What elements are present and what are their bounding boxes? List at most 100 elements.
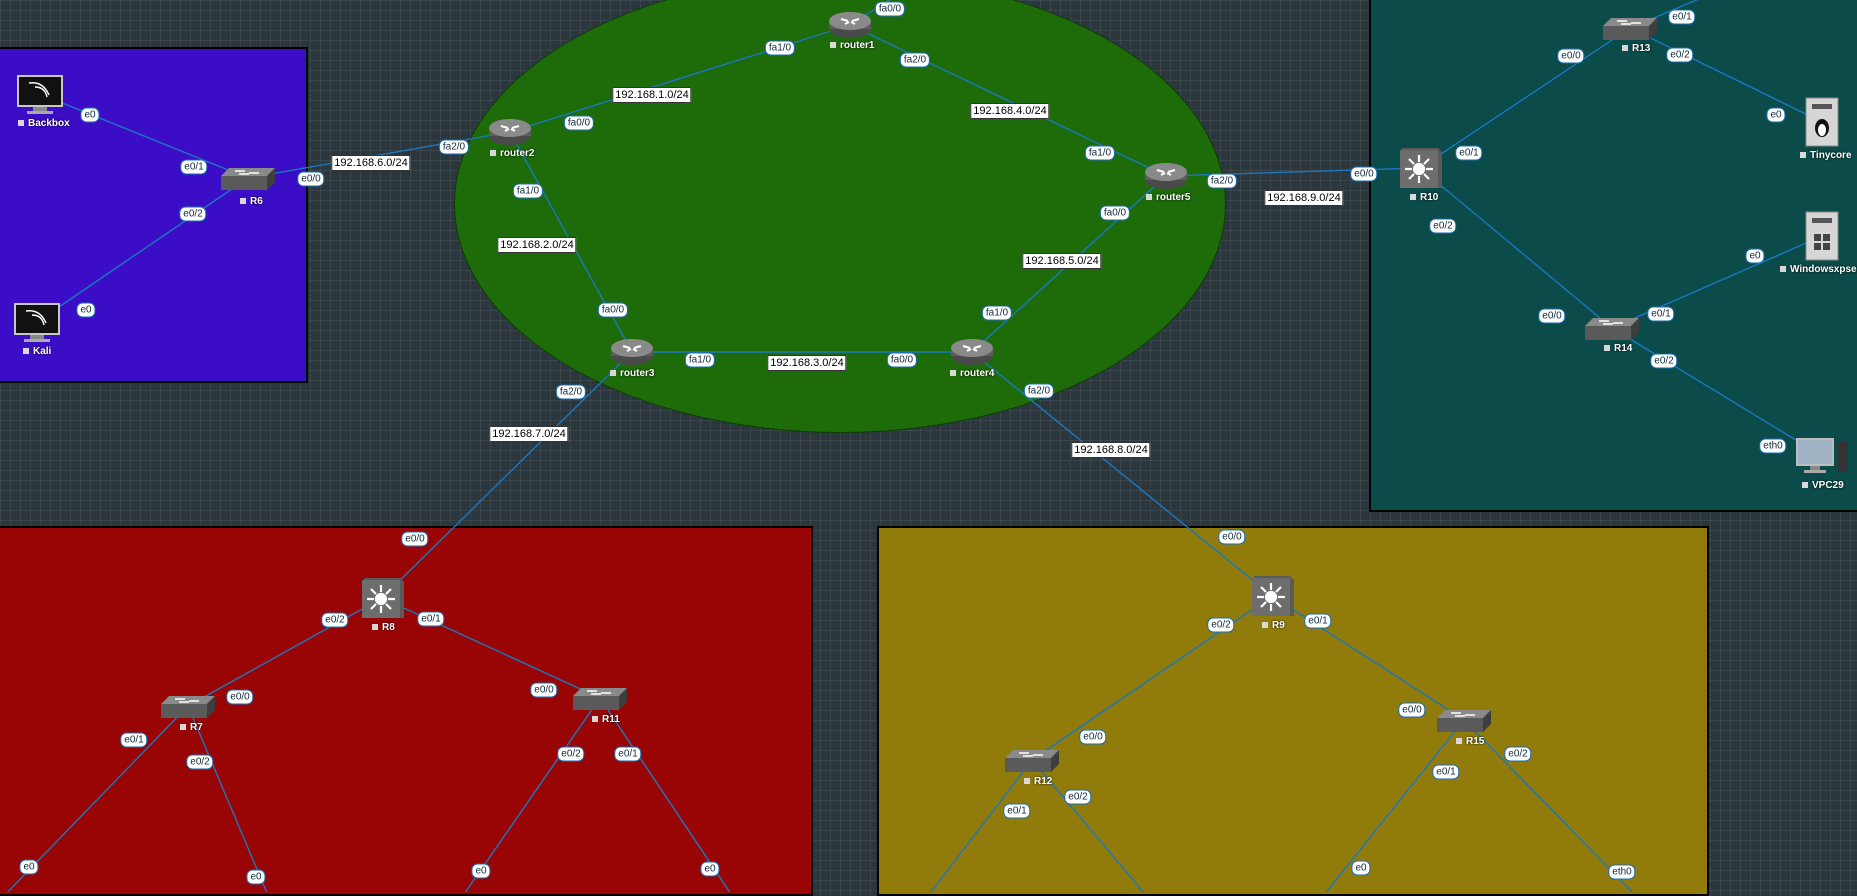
node-winxp[interactable] xyxy=(1802,210,1842,262)
interface-label[interactable]: e0/1 xyxy=(1668,9,1696,25)
node-tinycore[interactable] xyxy=(1802,96,1842,148)
interface-label[interactable]: e0/1 xyxy=(1455,145,1483,161)
node-vpc29[interactable] xyxy=(1794,436,1850,476)
node-router3[interactable] xyxy=(609,337,655,367)
interface-label[interactable]: e0/0 xyxy=(1218,529,1246,545)
interface-label[interactable]: e0/0 xyxy=(226,689,254,705)
interface-label[interactable]: e0/0 xyxy=(297,171,325,187)
node-kali[interactable] xyxy=(12,301,62,343)
interface-label[interactable]: e0/1 xyxy=(614,746,642,762)
link-r9-r15[interactable] xyxy=(1271,595,1465,721)
interface-label[interactable]: fa1/0 xyxy=(684,352,716,368)
node-r6[interactable] xyxy=(219,164,277,192)
interface-label[interactable]: eth0 xyxy=(1759,438,1787,454)
node-r13[interactable] xyxy=(1601,14,1659,42)
interface-label[interactable]: fa0/0 xyxy=(597,302,629,318)
interface-label[interactable]: e0 xyxy=(471,863,491,879)
node-r11[interactable] xyxy=(571,684,629,712)
node-r7[interactable] xyxy=(159,692,217,720)
interface-label[interactable]: e0 xyxy=(76,302,96,318)
link-r8-r7[interactable] xyxy=(187,597,383,707)
interface-label[interactable]: e0/2 xyxy=(179,206,207,222)
interface-label[interactable]: e0 xyxy=(1351,860,1371,876)
node-label: R10 xyxy=(1410,192,1438,203)
link-r13-tinycore[interactable] xyxy=(1629,27,1823,123)
interface-label[interactable]: e0/1 xyxy=(1003,803,1031,819)
interface-label[interactable]: e0/0 xyxy=(1557,48,1585,64)
interface-label[interactable]: fa2/0 xyxy=(1206,173,1238,189)
link-r10-r14[interactable] xyxy=(1419,167,1613,329)
interface-label[interactable]: fa0/0 xyxy=(1099,205,1131,221)
link-r10-r13[interactable] xyxy=(1419,27,1631,169)
interface-label[interactable]: e0/2 xyxy=(1207,617,1235,633)
link-r7-r7-down2[interactable] xyxy=(187,705,270,892)
interface-label[interactable]: fa2/0 xyxy=(899,52,931,68)
link-router1-router5[interactable] xyxy=(849,24,1167,177)
interface-label[interactable]: fa1/0 xyxy=(512,183,544,199)
link-router5-r10[interactable] xyxy=(1165,167,1421,177)
link-r9-r12[interactable] xyxy=(1031,595,1273,761)
interface-label[interactable]: e0/2 xyxy=(321,612,349,628)
interface-label[interactable]: e0/0 xyxy=(1079,729,1107,745)
interface-label[interactable]: e0/2 xyxy=(1666,47,1694,63)
node-label: R15 xyxy=(1456,736,1484,747)
link-r14-vpc29[interactable] xyxy=(1611,327,1823,457)
interface-label[interactable]: fa0/0 xyxy=(874,1,906,17)
interface-label[interactable]: e0 xyxy=(1745,248,1765,264)
link-backbox-r6[interactable] xyxy=(39,93,249,179)
node-r15[interactable] xyxy=(1435,706,1493,734)
interface-label[interactable]: fa1/0 xyxy=(1084,145,1116,161)
link-r12-r12-down1[interactable] xyxy=(925,759,1033,892)
link-r15-r15-down1[interactable] xyxy=(1320,719,1465,892)
node-label: Windowsxpserv xyxy=(1780,264,1857,275)
interface-label[interactable]: e0/2 xyxy=(557,746,585,762)
interface-label[interactable]: e0/2 xyxy=(1504,746,1532,762)
node-router5[interactable] xyxy=(1143,161,1189,191)
interface-label[interactable]: e0/1 xyxy=(417,611,445,627)
interface-label[interactable]: e0 xyxy=(246,869,266,885)
interface-label[interactable]: e0/1 xyxy=(1304,613,1332,629)
interface-label[interactable]: e0/0 xyxy=(530,682,558,698)
node-router1[interactable] xyxy=(827,10,873,40)
node-r12[interactable] xyxy=(1003,746,1061,774)
node-router2[interactable] xyxy=(487,117,533,147)
interface-label[interactable]: fa2/0 xyxy=(438,139,470,155)
link-r8-r11[interactable] xyxy=(381,597,601,699)
interface-label[interactable]: e0/0 xyxy=(1538,308,1566,324)
interface-label[interactable]: e0 xyxy=(1766,107,1786,123)
interface-label[interactable]: e0/1 xyxy=(1432,764,1460,780)
interface-label[interactable]: fa2/0 xyxy=(1023,383,1055,399)
interface-label[interactable]: e0/2 xyxy=(1064,789,1092,805)
interface-label[interactable]: e0/0 xyxy=(401,531,429,547)
interface-label[interactable]: fa1/0 xyxy=(981,305,1013,321)
node-r10[interactable] xyxy=(1396,144,1444,192)
interface-label[interactable]: e0/0 xyxy=(1398,702,1426,718)
node-r8[interactable] xyxy=(358,574,406,622)
node-r14[interactable] xyxy=(1583,314,1641,342)
interface-label[interactable]: e0/1 xyxy=(1647,306,1675,322)
link-kali-r6[interactable] xyxy=(36,177,249,323)
interface-label[interactable]: e0 xyxy=(700,861,720,877)
interface-label[interactable]: fa1/0 xyxy=(764,40,796,56)
link-router2-router1[interactable] xyxy=(509,24,851,133)
node-r9[interactable] xyxy=(1248,572,1296,620)
node-router4[interactable] xyxy=(949,337,995,367)
link-r14-winxp[interactable] xyxy=(1611,235,1823,329)
interface-label[interactable]: e0/2 xyxy=(1650,353,1678,369)
interface-label[interactable]: e0 xyxy=(19,859,39,875)
interface-label[interactable]: e0/2 xyxy=(1429,218,1457,234)
interface-label[interactable]: e0 xyxy=(80,107,100,123)
interface-label[interactable]: fa0/0 xyxy=(886,352,918,368)
interface-label[interactable]: fa0/0 xyxy=(563,115,595,131)
interface-label[interactable]: e0/1 xyxy=(180,159,208,175)
link-router4-r9[interactable] xyxy=(971,351,1273,597)
interface-label[interactable]: eth0 xyxy=(1608,864,1636,880)
interface-label[interactable]: fa2/0 xyxy=(555,384,587,400)
subnet-label: 192.168.8.0/24 xyxy=(1071,442,1151,458)
node-backbox[interactable] xyxy=(15,73,65,115)
interface-label[interactable]: e0/2 xyxy=(186,754,214,770)
interface-label[interactable]: e0/1 xyxy=(120,732,148,748)
interface-label[interactable]: e0/0 xyxy=(1350,166,1378,182)
link-router3-r8[interactable] xyxy=(381,351,633,599)
